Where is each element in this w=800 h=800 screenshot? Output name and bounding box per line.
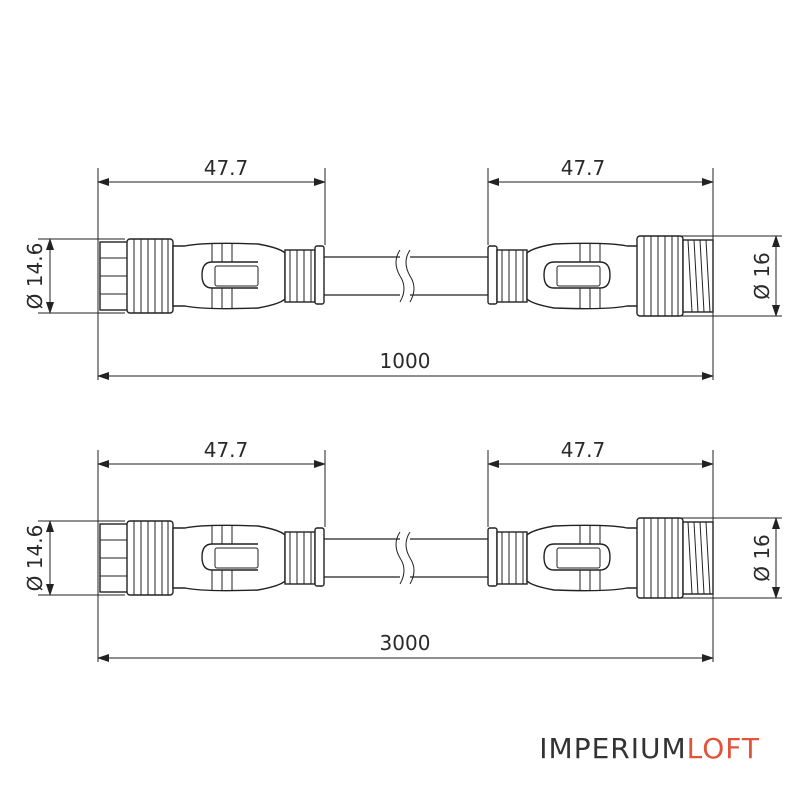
left-diameter-label: Ø 14.6 xyxy=(23,525,47,592)
cable-assembly-1: 47.7 47.7 1000 Ø 14.6 Ø 16 xyxy=(23,156,782,380)
cable xyxy=(324,249,489,303)
right-diameter-label: Ø 16 xyxy=(750,252,774,300)
left-length-label: 47.7 xyxy=(204,438,249,462)
left-length-label: 47.7 xyxy=(204,156,249,180)
logo-text-loft: LOFT xyxy=(686,732,760,765)
right-diameter-label: Ø 16 xyxy=(750,534,774,582)
cable xyxy=(324,531,489,585)
right-length-label: 47.7 xyxy=(561,438,606,462)
total-length-label: 1000 xyxy=(380,349,431,373)
cable-assembly-2: 47.7 47.7 3000 Ø 14.6 Ø 16 xyxy=(23,438,782,662)
logo-text-imperium: IMPERIUM xyxy=(539,732,687,765)
right-length-label: 47.7 xyxy=(561,156,606,180)
brand-logo: IMPERIUMLOFT xyxy=(539,732,760,765)
female-connector-left xyxy=(99,238,325,314)
male-connector-right xyxy=(487,235,714,317)
left-diameter-label: Ø 14.6 xyxy=(23,243,47,310)
male-connector-right xyxy=(487,517,714,599)
total-length-label: 3000 xyxy=(380,631,431,655)
female-connector-left xyxy=(99,520,325,596)
